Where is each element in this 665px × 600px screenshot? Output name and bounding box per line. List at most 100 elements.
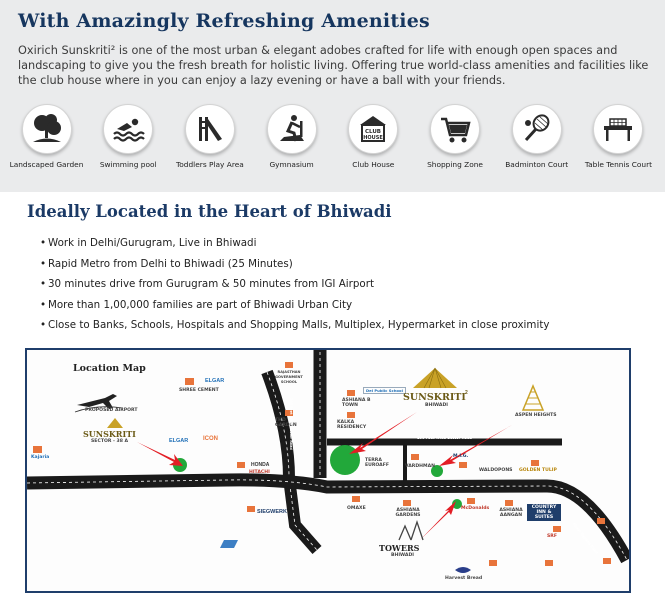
label-srf: SRF bbox=[547, 534, 557, 539]
label-honda: HONDA bbox=[251, 462, 270, 468]
location-highlights-list: •Work in Delhi/Gurugram, Live in Bhiwadi… bbox=[40, 236, 640, 339]
label-walcheng: WALDOPONS bbox=[479, 468, 513, 473]
amenity-icon-wrapper: CLUB HOUSE bbox=[348, 104, 399, 154]
map-pins bbox=[33, 362, 611, 566]
bullet-marker: • bbox=[40, 319, 47, 331]
main-horizontal-road-centerline bbox=[27, 479, 628, 561]
amenity-swimming-pool: Swimming pool bbox=[88, 104, 169, 174]
label-kalka: KALKA RESIDENCY bbox=[337, 420, 367, 430]
pin-vardhman bbox=[411, 454, 419, 460]
amenity-label: Toddlers Play Area bbox=[176, 160, 244, 169]
pin-omaxe bbox=[352, 496, 360, 502]
list-item-text: Work in Delhi/Gurugram, Live in Bhiwadi bbox=[48, 237, 257, 249]
amenity-label: Badminton Court bbox=[505, 160, 569, 169]
list-item-text: Rapid Metro from Delhi to Bhiwadi (25 Mi… bbox=[48, 257, 293, 270]
label-icon-mid: ICON bbox=[203, 436, 218, 442]
sipf-logo-icon bbox=[220, 540, 238, 548]
site-green-small bbox=[431, 465, 443, 477]
gymnasium-icon bbox=[279, 115, 304, 142]
label-vardhman: VARDHMAN bbox=[405, 464, 435, 469]
pin-mig bbox=[459, 462, 467, 468]
label-golden-tulip: GOLDEN TULIP bbox=[519, 468, 557, 473]
amenity-badminton-court: Badminton Court bbox=[496, 104, 577, 174]
pin-kalka bbox=[347, 412, 355, 418]
label-elgar-mid: ELGAR bbox=[169, 438, 189, 444]
site-towers bbox=[452, 499, 462, 509]
shopping-cart-icon bbox=[441, 117, 471, 143]
label-sunskriti-right-sup: 2 bbox=[465, 390, 468, 396]
label-sunskriti-left-sub: SECTOR - 38 A bbox=[91, 439, 129, 444]
pin-shree-cement bbox=[185, 378, 194, 385]
amenity-label: Landscaped Garden bbox=[9, 160, 84, 169]
label-sunskriti-left: SUNSKRITI bbox=[83, 429, 136, 439]
landscaped-garden-icon bbox=[32, 114, 61, 142]
pin-golden-tulip bbox=[531, 460, 539, 466]
label-harvest: Harvest Bread bbox=[445, 576, 483, 581]
label-elgar-top: ELGAR bbox=[205, 378, 225, 384]
airplane-icon bbox=[77, 394, 117, 409]
list-item: •30 minutes drive from Gurugram & 50 min… bbox=[40, 277, 640, 298]
amenities-list: Landscaped Garden Swimming pool bbox=[6, 104, 659, 174]
amenity-table-tennis-court: Table Tennis Court bbox=[578, 104, 659, 174]
label-sunskriti-right-sub: BHIWADI bbox=[425, 403, 448, 408]
swimming-pool-icon bbox=[113, 118, 145, 142]
label-ashiana-aangan: ASHIANA AANGAN bbox=[499, 508, 523, 518]
label-proposed-airport: PROPOSED AIRPORT bbox=[85, 408, 138, 413]
bullet-marker: • bbox=[40, 257, 47, 270]
list-item: •Work in Delhi/Gurugram, Live in Bhiwadi bbox=[40, 236, 640, 257]
label-country-inn: COUNTRY INN & SUITES bbox=[527, 504, 561, 521]
amenity-icon-wrapper bbox=[593, 104, 644, 154]
label-mcdonalds: McDonalds bbox=[461, 506, 490, 511]
label-siegwerk: SIEGWERK bbox=[257, 509, 287, 515]
label-hitachi: HITACHI bbox=[249, 470, 270, 475]
bullet-marker: • bbox=[40, 278, 47, 290]
map-roads bbox=[27, 350, 629, 573]
list-item-text: Close to Banks, Schools, Hospitals and S… bbox=[48, 319, 550, 331]
list-item-text: More than 1,00,000 families are part of … bbox=[48, 298, 353, 311]
bullet-marker: • bbox=[40, 237, 47, 249]
pin-ashiana-aangan bbox=[505, 500, 513, 506]
amenity-club-house: CLUB HOUSE Club House bbox=[333, 104, 414, 174]
label-sector-road-vertical: 100 Feet Wide Sector Road bbox=[289, 398, 293, 450]
label-shree-cement: SHREE CEMENT bbox=[179, 388, 219, 393]
amenity-icon-wrapper bbox=[184, 104, 235, 154]
label-terra: TERRA EUROAFF bbox=[365, 458, 390, 468]
badminton-icon bbox=[524, 114, 550, 142]
location-map: Location Map PROPOSED AIRPORT ELGAR SHRE… bbox=[25, 348, 631, 593]
list-item: •More than 1,00,000 families are part of… bbox=[40, 298, 640, 319]
amenity-icon-wrapper bbox=[103, 104, 154, 154]
amenity-icon-wrapper bbox=[21, 104, 72, 154]
pin-ashiana-gardens bbox=[403, 500, 411, 506]
amenity-toddlers-play-area: Toddlers Play Area bbox=[169, 104, 250, 174]
label-sector-road-top: 100 Feet Wide Sector Road bbox=[417, 436, 472, 440]
sunskriti-2-logo-icon bbox=[413, 368, 457, 388]
amenity-label: Swimming pool bbox=[99, 160, 157, 169]
amenity-label: Gymnasium bbox=[269, 160, 314, 169]
pin-bottom-3 bbox=[603, 558, 611, 564]
svg-text:HOUSE: HOUSE bbox=[364, 135, 384, 141]
label-sunskriti-right: SUNSKRITI bbox=[403, 392, 466, 403]
amenity-label: Table Tennis Court bbox=[584, 160, 653, 169]
amenities-title: With Amazingly Refreshing Amenities bbox=[18, 10, 430, 32]
label-omaxe: OMAXE bbox=[347, 506, 366, 511]
towers-logo-icon bbox=[398, 519, 424, 541]
amenity-label: Club House bbox=[352, 160, 395, 169]
label-govt-school: RAJASTHAN GOVERNMENT SCHOOL bbox=[275, 370, 303, 384]
pin-srf bbox=[553, 526, 561, 532]
pin-thd bbox=[285, 410, 293, 416]
label-thd-garden: THD GARDEN bbox=[275, 418, 297, 428]
amenity-shopping-zone: Shopping Zone bbox=[415, 104, 496, 174]
arrow-towers bbox=[420, 501, 456, 540]
label-ashiana-gardens: ASHIANA GARDENS bbox=[395, 508, 421, 518]
harvest-logo-icon bbox=[455, 567, 471, 573]
aspen-heights-logo-detail bbox=[526, 391, 540, 405]
pin-bottom-2 bbox=[545, 560, 553, 566]
arrow-sunskriti-left bbox=[137, 442, 183, 466]
toddlers-play-area-icon bbox=[198, 117, 222, 141]
amenity-landscaped-garden: Landscaped Garden bbox=[6, 104, 87, 174]
arrow-sunskriti-2 bbox=[349, 412, 417, 454]
sunskriti-2-logo-rays bbox=[423, 367, 447, 389]
map-title: Location Map bbox=[73, 363, 146, 374]
list-item: •Close to Banks, Schools, Hospitals and … bbox=[40, 318, 640, 339]
label-kajaria: Kajaria bbox=[31, 455, 50, 460]
